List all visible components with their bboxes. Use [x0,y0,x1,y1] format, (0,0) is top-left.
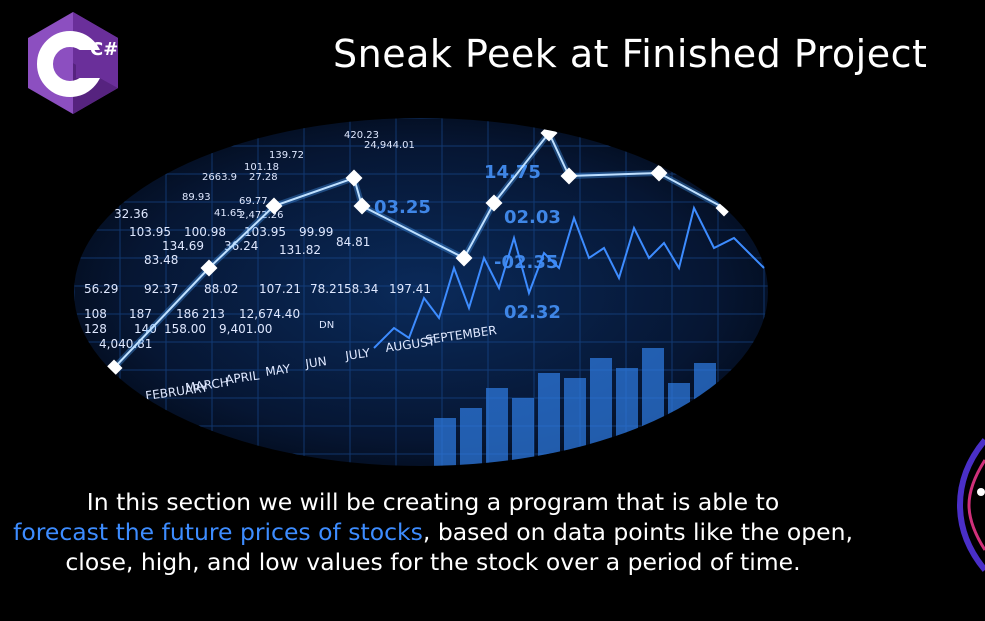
hero-tag: 03.25 [374,197,431,218]
hero-number: 92.37 [144,282,178,296]
hero-number: 107.21 [259,282,301,296]
trend-node [200,259,218,277]
hero-number: 187 [129,307,152,321]
logo-glyph: C# [90,39,118,60]
hero-tag: 14.75 [484,162,541,183]
hero-number: 131.82 [279,243,321,257]
hero-number: 197.41 [389,282,431,296]
hero-bar [616,368,638,466]
hero-number: 158.00 [164,322,206,336]
hero-number: DN [319,320,334,331]
trend-node [650,164,668,182]
hero-month: MARCH [184,375,229,395]
hero-tag: 02.32 [504,302,561,323]
hero-number: 213 [202,307,225,321]
hero-number: 36.24 [224,239,258,253]
hero-number: 12,674.40 [239,307,300,321]
hero-bar [538,373,560,466]
hero-number: 186 [176,307,199,321]
hero-number: 128 [84,322,107,336]
hero-number: 89.93 [182,192,211,203]
hero-number: 140 [134,322,157,336]
hero-bar [668,383,690,466]
hero-month: MAY [264,362,291,379]
hero-number: 84.81 [336,235,370,249]
trend-node [765,189,768,207]
hero-number: 27.28 [249,172,278,183]
hero-number: 78.21 [310,282,344,296]
hero-number: 83.48 [144,253,178,267]
hero-number: 103.95 [244,225,286,239]
hero-number: 99.99 [299,225,333,239]
hero-number: 2663.9 [202,172,237,183]
trend-line [113,131,768,369]
hero-tag: 02.03 [504,207,561,228]
hero-number: 139.72 [269,150,304,161]
hero-number: 88.02 [204,282,238,296]
hero-bar [642,348,664,466]
hero-month: JUN [303,354,327,371]
description-part2: , based on data points like the open, cl… [65,518,853,576]
hero-bar [512,398,534,466]
hero-bar [590,358,612,466]
hero-number: 24,944.01 [364,140,415,151]
hero-bar [460,408,482,466]
hero-number: 69.77 [239,196,268,207]
slide-title: Sneak Peek at Finished Project [333,32,928,76]
hero-number: 101.18 [244,162,279,173]
circuit-emblem-icon [956,438,985,572]
hero-month: AUGUST [384,334,436,355]
hero-number: 103.95 [129,225,171,239]
hero-number: 56.29 [84,282,118,296]
hero-month: APRIL [224,368,260,387]
hero-bar [434,418,456,466]
hero-number: 32.36 [114,207,148,221]
hero-number: 9,401.00 [219,322,272,336]
hero-number: 134.69 [162,239,204,253]
hero-number: 41.65 [214,208,243,219]
hero-number: 108 [84,307,107,321]
trend-node [455,249,473,267]
hero-number: 420.23 [344,130,379,141]
hero-bar [564,378,586,466]
hero-bar [694,363,716,466]
hero-number: 2,472.26 [239,210,284,221]
description-part1: In this section we will be creating a pr… [86,488,780,516]
price-line [373,205,765,349]
csharp-logo-icon: C# [28,12,118,114]
hero-number: 100.98 [184,225,226,239]
hero-bar [486,388,508,466]
description-highlight: forecast the future prices of stocks [13,518,423,546]
trend-node [560,167,578,185]
section-description: In this section we will be creating a pr… [0,487,866,577]
hero-number: 58.34 [344,282,378,296]
hero-month: JULY [343,346,371,364]
